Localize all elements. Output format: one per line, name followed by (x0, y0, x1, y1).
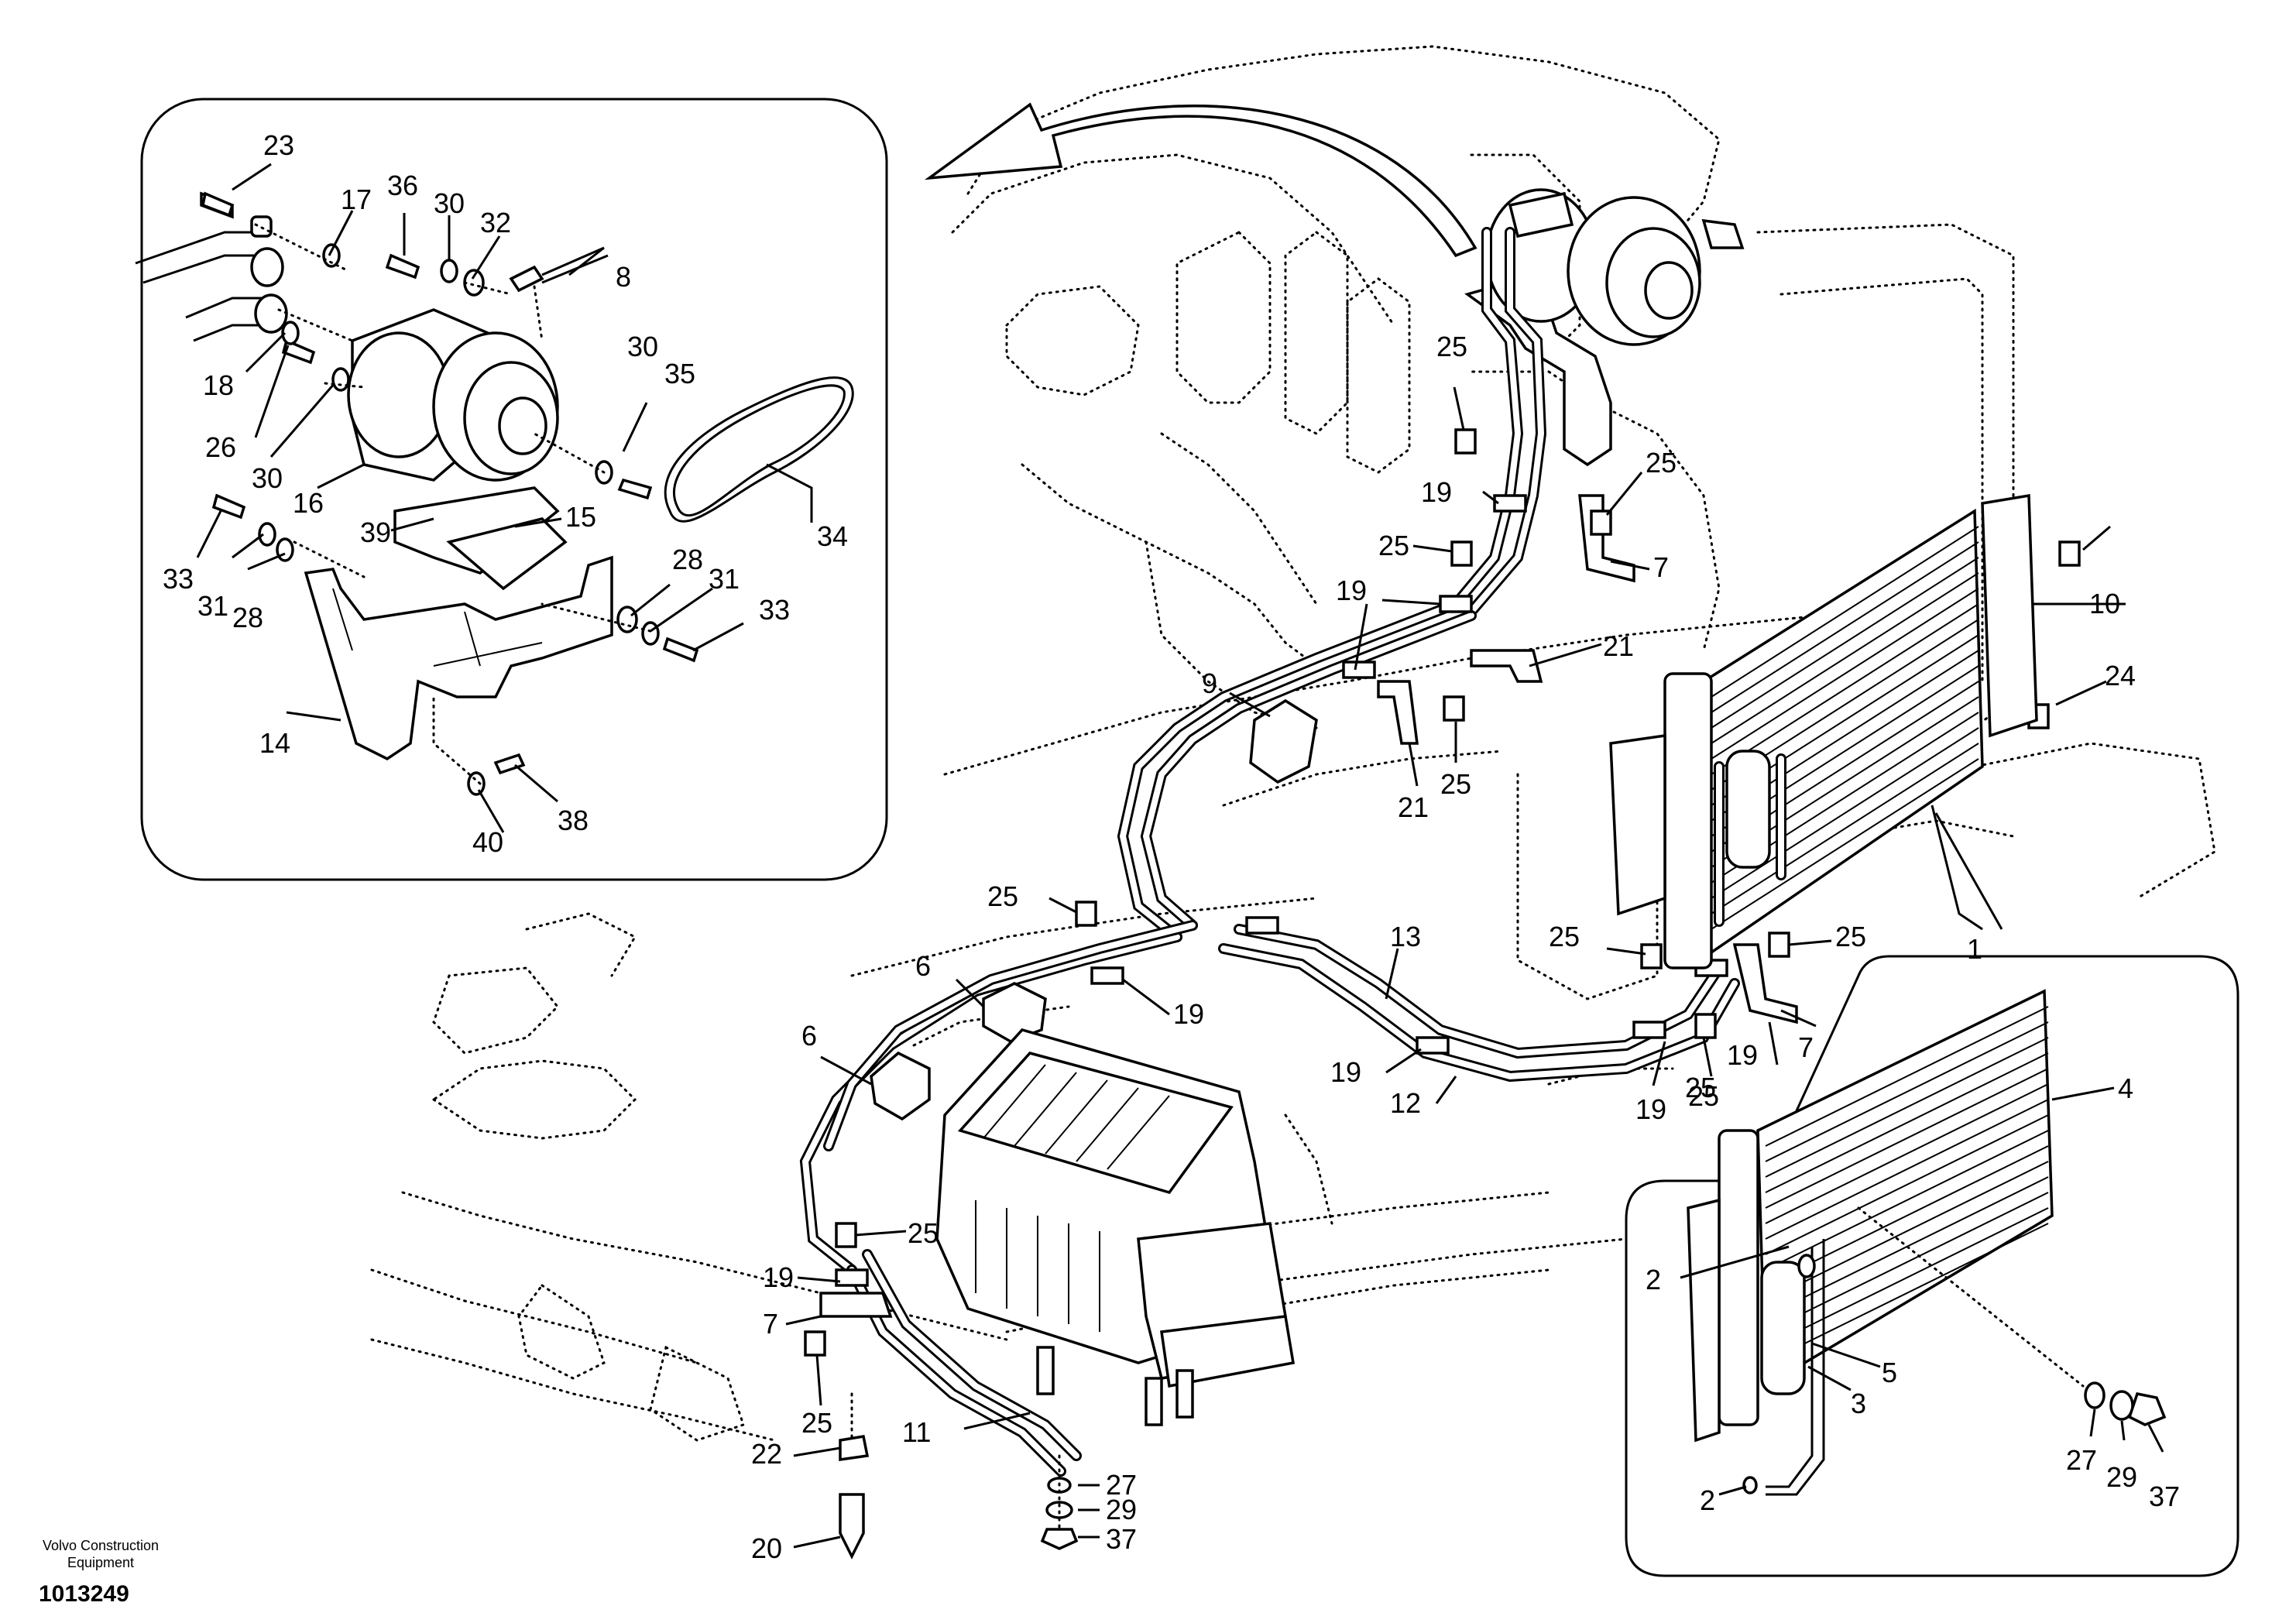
callout: 2 (1646, 1264, 1661, 1295)
bolts (804, 428, 2081, 1357)
callout: 19 (763, 1261, 794, 1293)
callout: 2 (1700, 1484, 1715, 1516)
callout-numbers: 23 17 36 30 32 8 18 26 30 35 16 30 15 39… (163, 129, 2180, 1564)
callout: 37 (1106, 1523, 1137, 1555)
callout: 32 (480, 207, 511, 238)
callout: 39 (360, 516, 391, 548)
callout: 28 (232, 602, 263, 633)
callout: 3 (1851, 1388, 1866, 1419)
callout: 25 (1378, 530, 1409, 561)
callout: 36 (387, 170, 418, 201)
callout: 7 (1798, 1031, 1814, 1063)
callout: 14 (259, 727, 290, 759)
drawing-number: 1013249 (39, 1581, 129, 1607)
callout: 29 (1106, 1494, 1137, 1525)
callout: 8 (616, 261, 631, 293)
callout: 1 (1967, 933, 1982, 965)
callout: 30 (627, 331, 658, 362)
callout: 9 (1202, 667, 1217, 699)
condenser-detail-inset (1625, 955, 2239, 1577)
callout: 25 (1549, 921, 1580, 952)
condenser-assembly (1609, 493, 2038, 969)
callout: 25 (1835, 921, 1866, 952)
callout: 4 (2118, 1072, 2133, 1104)
callout: 19 (1336, 575, 1367, 606)
callout: 21 (1398, 791, 1429, 823)
callout: 37 (2149, 1481, 2180, 1512)
callout: 40 (472, 826, 503, 858)
callout: 25 (1440, 768, 1471, 800)
callout: 5 (1882, 1357, 1897, 1388)
callout: 7 (763, 1308, 778, 1340)
callout: 30 (434, 187, 465, 219)
callout: 10 (2089, 588, 2120, 619)
callout: 18 (203, 369, 234, 401)
callout: 15 (565, 501, 596, 533)
compressor-detail-inset (135, 98, 888, 881)
callout: 13 (1390, 921, 1421, 952)
bottom-fittings (839, 1392, 1079, 1560)
callout: 26 (205, 431, 236, 463)
callout: 19 (1173, 998, 1204, 1030)
callout: 11 (902, 1416, 931, 1448)
callout: 19 (1421, 476, 1452, 508)
brand-label: Volvo Construction Equipment (15, 1537, 186, 1571)
callout: 25 (1646, 447, 1677, 479)
callout: 19 (1330, 1056, 1361, 1088)
callout: 34 (817, 520, 848, 552)
rotation-arrow (924, 102, 1477, 258)
callout: 33 (759, 594, 790, 626)
callout: 30 (252, 462, 283, 494)
hvac-unit (935, 1028, 1296, 1426)
callout: 24 (2105, 660, 2136, 691)
callout: 25 (801, 1407, 832, 1439)
callout: 35 (664, 358, 695, 389)
callout: 19 (1635, 1093, 1666, 1125)
brand-line-1: Volvo Construction (42, 1538, 160, 1553)
callout: 12 (1390, 1087, 1421, 1119)
mounted-compressor (1450, 188, 1745, 617)
callout: 6 (801, 1020, 817, 1052)
leader-lines (196, 163, 2164, 1549)
callout: 28 (672, 544, 703, 575)
callout: 20 (751, 1532, 782, 1564)
callout: 17 (341, 184, 372, 215)
callout: 38 (558, 805, 589, 836)
hose-routing (799, 494, 1798, 1477)
callout: 22 (751, 1438, 782, 1470)
callout: 7 (1653, 551, 1669, 583)
callout: 25 (1436, 331, 1467, 362)
callout: 29 (2106, 1461, 2137, 1493)
callout: 27 (2066, 1444, 2097, 1476)
callout: 25 (908, 1217, 939, 1249)
callout: 31 (709, 563, 740, 595)
brand-line-2: Equipment (67, 1555, 135, 1570)
callout: 33 (163, 563, 194, 595)
callout: 23 (263, 129, 294, 161)
callout: 6 (915, 950, 931, 982)
callout: 25 (987, 880, 1018, 912)
callout: 21 (1603, 630, 1634, 662)
callout: 19 (1727, 1039, 1758, 1071)
callout: 25 (1685, 1072, 1716, 1103)
callout: 27 (1106, 1469, 1137, 1501)
callout: 25 (1688, 1080, 1719, 1112)
callout: 16 (293, 487, 324, 519)
callout: 31 (197, 590, 228, 622)
